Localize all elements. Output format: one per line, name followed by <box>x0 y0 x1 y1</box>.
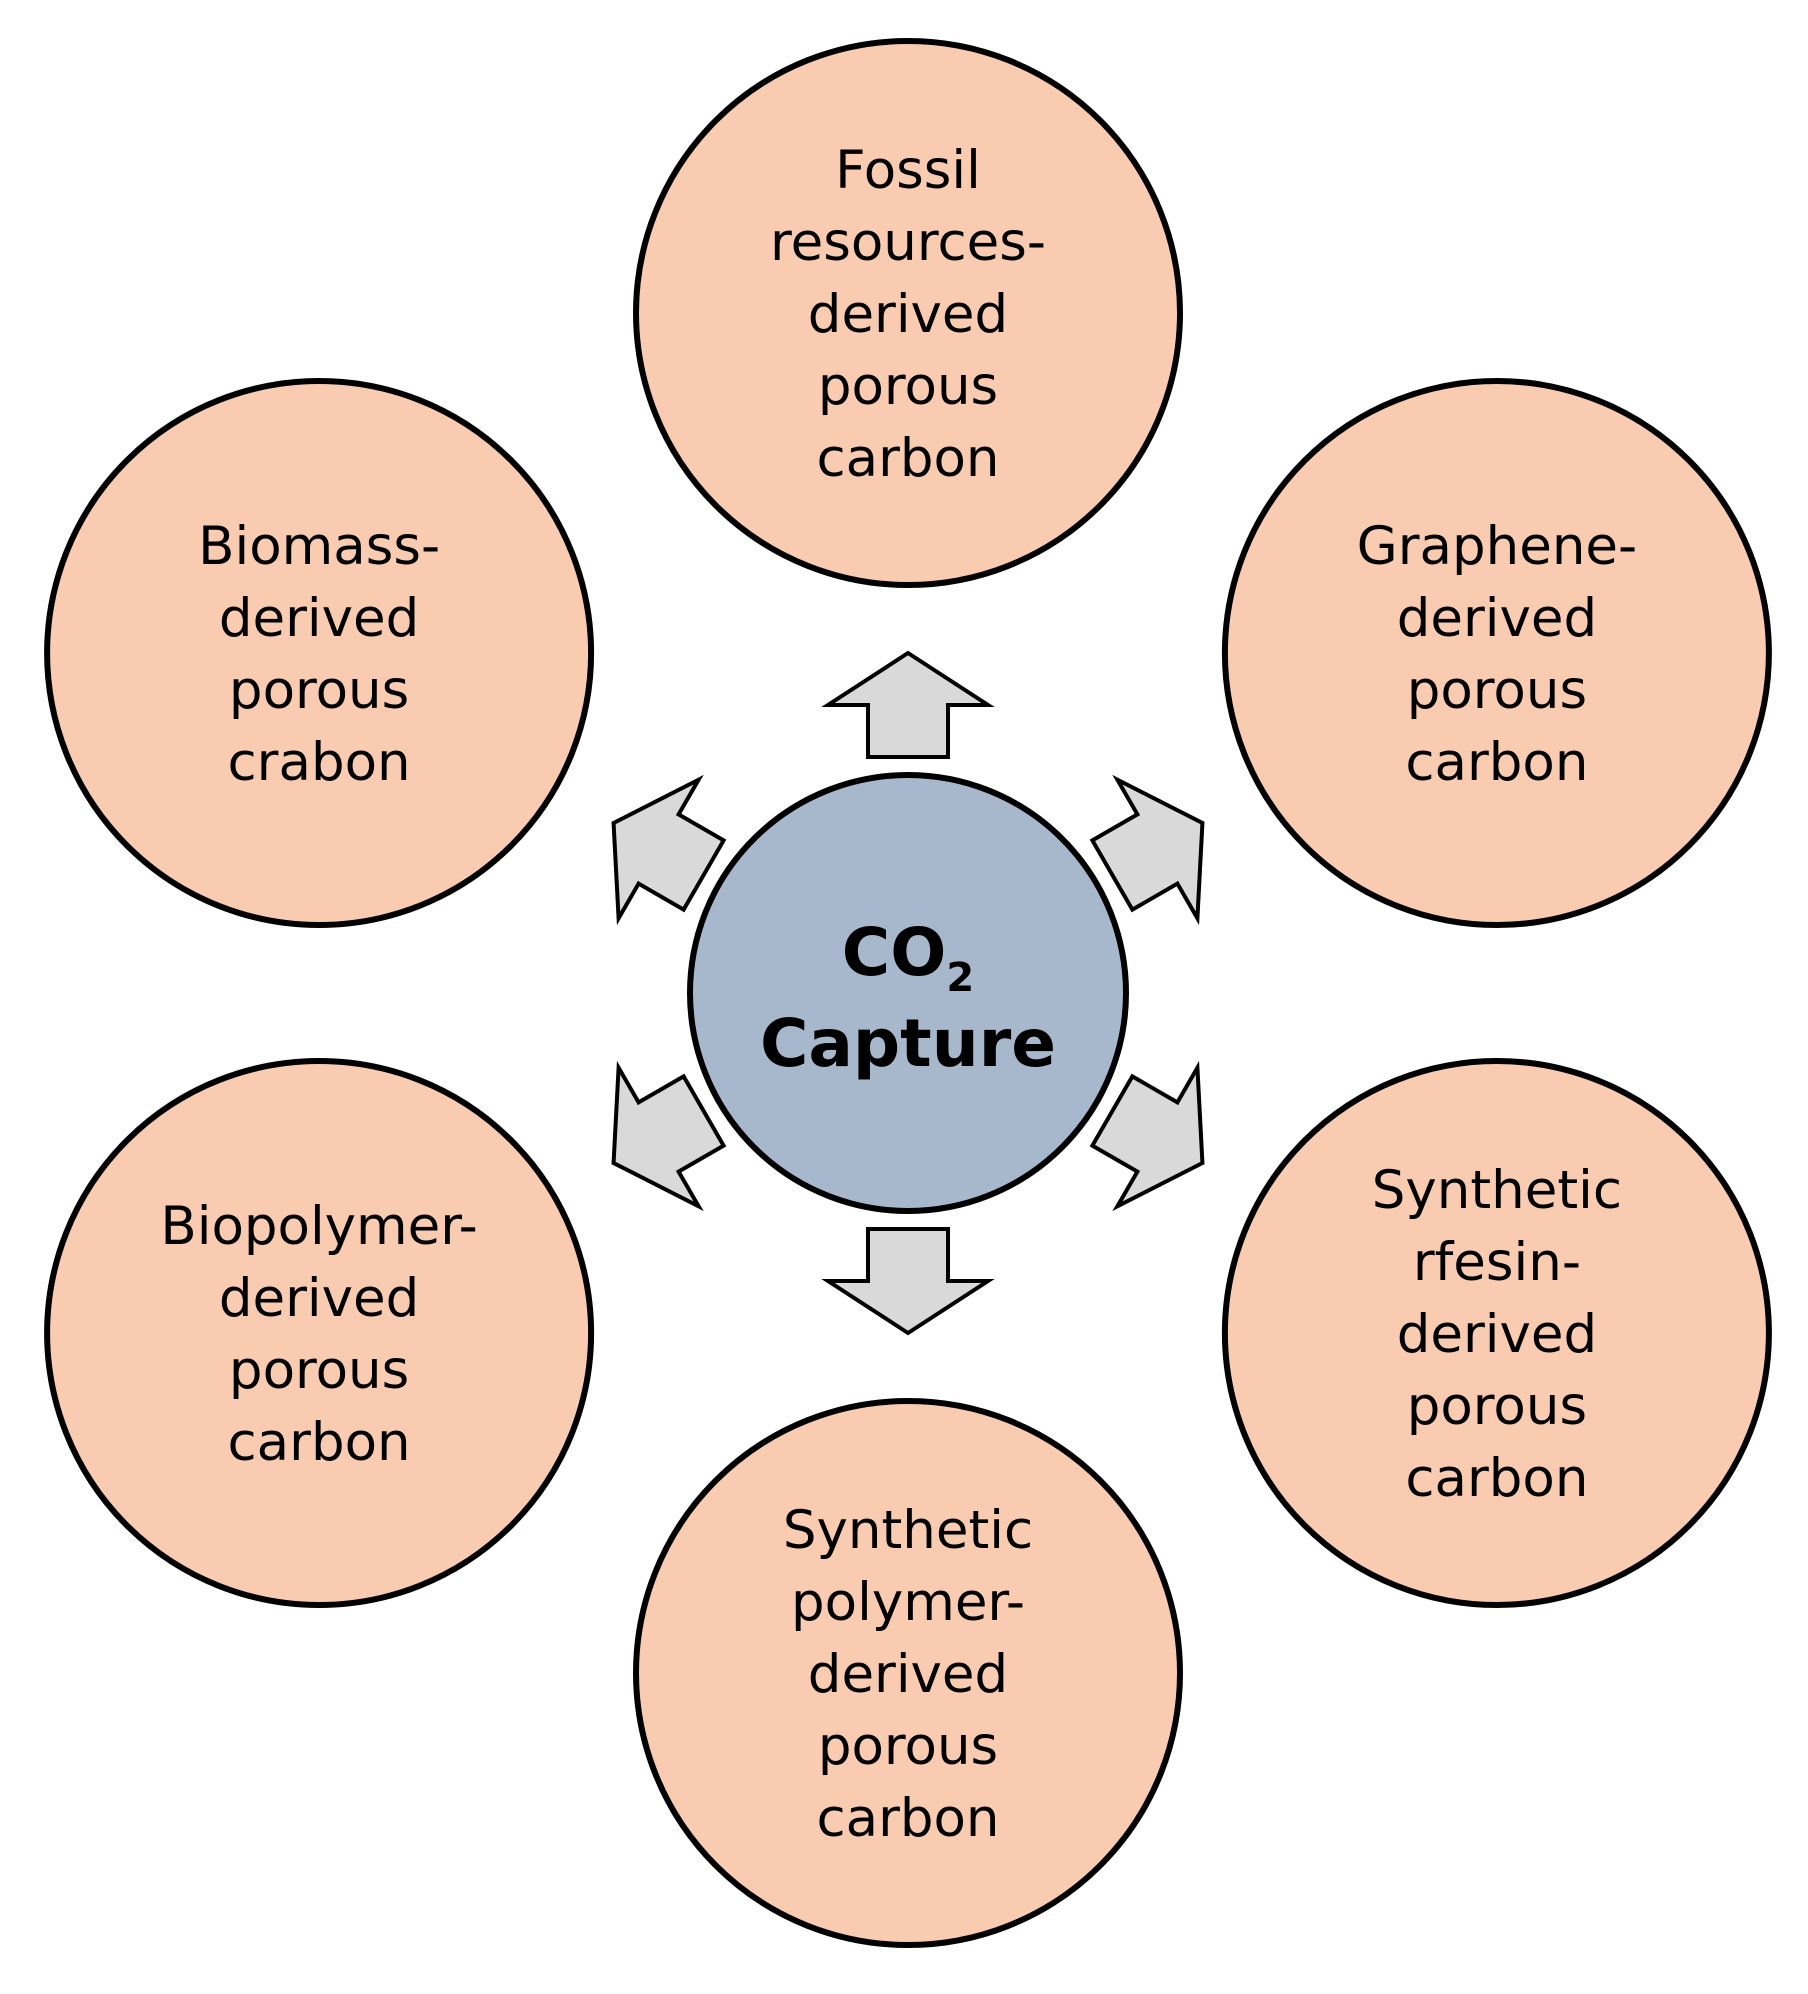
center-node: CO2 Capture <box>687 772 1129 1214</box>
center-label-line2: Capture <box>760 1005 1056 1082</box>
node-label-line: porous <box>229 1340 409 1401</box>
node-circle-synthetic-resin <box>1221 1058 1772 1608</box>
node-label-line: derived <box>1397 588 1597 649</box>
node-fossil: Fossil resources-derived porous carbon <box>633 38 1183 588</box>
arrow-to-biopolymer <box>611 1060 727 1212</box>
node-label-line: Biopolymer- <box>160 1196 477 1257</box>
arrows-layer <box>611 650 1205 1336</box>
center-label-subscript: 2 <box>946 955 974 1001</box>
node-label-line: Synthetic <box>1372 1160 1622 1221</box>
arrow-to-synthetic-polymer <box>821 1227 995 1336</box>
node-label-line: rfesin- <box>1413 1232 1581 1293</box>
node-label-line: derived <box>219 588 419 649</box>
arrow-to-graphene <box>1089 774 1205 926</box>
node-label-line: Biomass- <box>198 516 440 577</box>
node-label-line: carbon <box>816 1788 999 1849</box>
arrow-to-biomass <box>611 774 727 926</box>
node-synthetic-resin: Synthetic rfesin-derived porous carbon <box>1221 1058 1772 1608</box>
node-circle-fossil <box>633 38 1183 588</box>
node-graphene: Graphene-derived porous carbon <box>1221 378 1772 928</box>
node-label-line: porous <box>1407 1376 1587 1437</box>
node-circle-biopolymer <box>44 1058 595 1608</box>
node-label-line: Fossil <box>835 140 981 201</box>
center-label-line1: CO2 <box>842 914 974 1001</box>
node-circle-synthetic-polymer <box>633 1398 1183 1948</box>
node-label-line: Graphene- <box>1357 516 1638 577</box>
nodes-layer: Fossilresources-derivedporouscarbonGraph… <box>44 38 1772 1948</box>
node-label-line: carbon <box>1405 1448 1588 1509</box>
node-label-line: porous <box>818 356 998 417</box>
center-circle <box>687 772 1129 1214</box>
node-label-line: porous <box>1407 660 1587 721</box>
node-label-line: carbon <box>816 428 999 489</box>
node-label-line: polymer- <box>791 1572 1025 1633</box>
node-label-line: derived <box>808 284 1008 345</box>
node-circle-biomass <box>44 378 595 928</box>
node-label-line: carbon <box>1405 732 1588 793</box>
node-label-line: Synthetic <box>783 1500 1033 1561</box>
node-label-line: derived <box>1397 1304 1597 1365</box>
node-biomass: Biomass-derived porous crabon <box>44 378 595 928</box>
center-label-co: CO <box>842 914 947 991</box>
node-label-line: crabon <box>228 732 411 793</box>
node-label-line: derived <box>219 1268 419 1329</box>
node-label-line: resources- <box>770 212 1046 273</box>
node-label-line: derived <box>808 1644 1008 1705</box>
arrow-to-synthetic-resin <box>1089 1060 1205 1212</box>
arrow-to-fossil <box>821 650 995 759</box>
node-biopolymer: Biopolymer-derived porous carbon <box>44 1058 595 1608</box>
node-synthetic-polymer: Synthetic polymer-derived porous carbon <box>633 1398 1183 1948</box>
node-label-line: carbon <box>228 1412 411 1473</box>
node-label-line: porous <box>818 1716 998 1777</box>
node-circle-graphene <box>1221 378 1772 928</box>
node-label-line: porous <box>229 660 409 721</box>
